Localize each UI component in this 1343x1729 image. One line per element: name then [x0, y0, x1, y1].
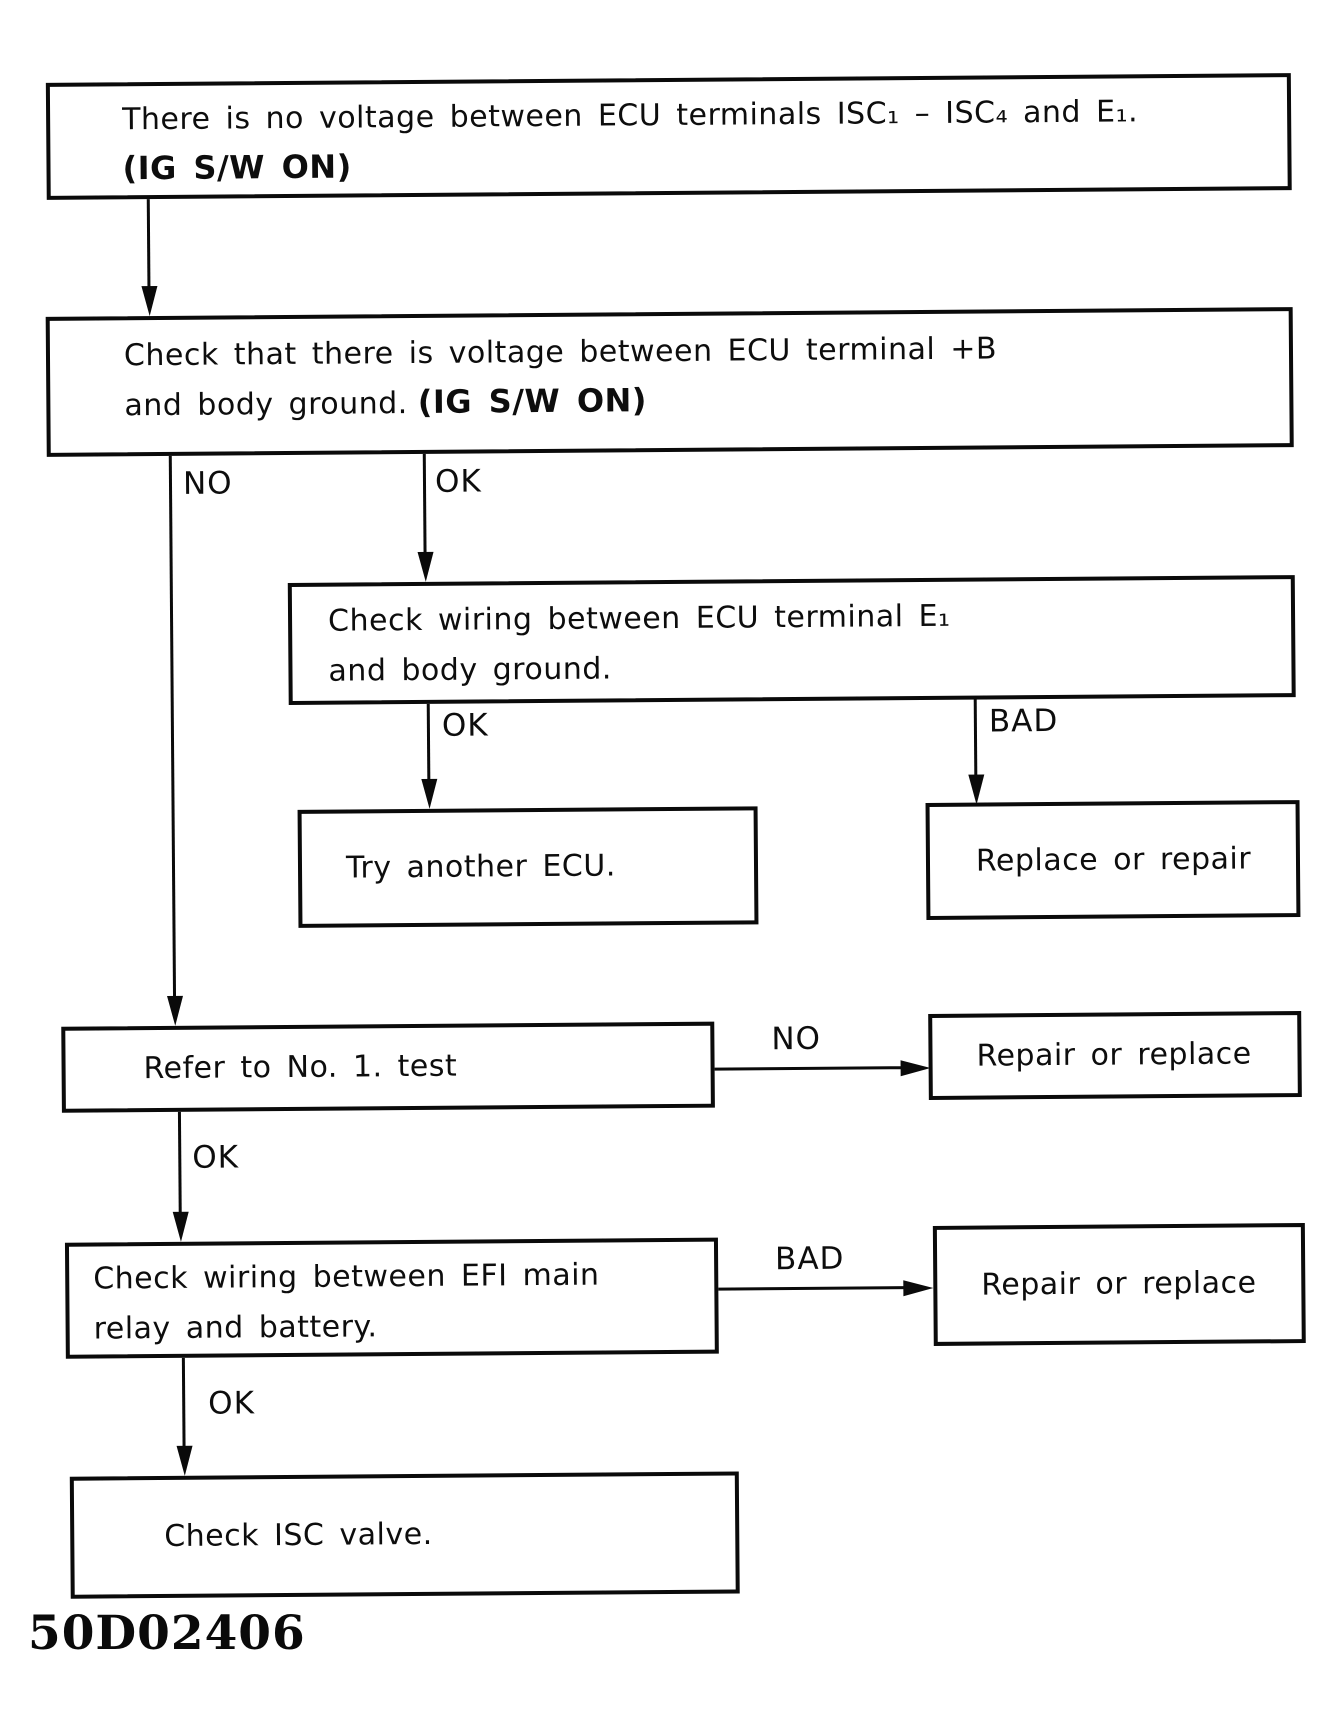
connector-ok-4-arrowhead: [176, 1445, 193, 1476]
branch-label-no-2: NO: [771, 1020, 822, 1058]
box-no-voltage-line2: (IG S/W ON): [122, 147, 352, 188]
box-replace-or-repair: Replace or repair: [925, 800, 1301, 920]
box-check-plus-b-line2: and body ground.: [124, 386, 408, 424]
branch-label-ok-4: OK: [208, 1385, 256, 1422]
branch-label-ok-2: OK: [441, 707, 489, 744]
box-check-e1-line2: and body ground.: [328, 651, 612, 689]
box-repair-or-replace-2: Repair or replace: [932, 1223, 1306, 1346]
connector-bad-2-arrowhead: [903, 1279, 934, 1297]
connector-ok-3-line: [177, 1111, 182, 1214]
connector-bad-2-line: [718, 1286, 906, 1291]
box-check-plus-b-line2-bold: (IG S/W ON): [417, 381, 648, 421]
branch-label-ok-1: OK: [434, 463, 482, 500]
box-try-ecu: Try another ECU.: [297, 806, 759, 928]
box-replace-or-repair-text: Replace or repair: [975, 840, 1252, 879]
box-check-efi-line2: relay and battery.: [93, 1309, 378, 1347]
connector-ok-2-line: [426, 703, 431, 781]
box-check-isc-text: Check ISC valve.: [164, 1516, 433, 1555]
figure-code: 50D02406: [28, 1606, 306, 1661]
connector-bad-1-line: [973, 697, 978, 777]
connector-ok-2-arrowhead: [421, 778, 438, 809]
box-check-efi: Check wiring between EFI main relay and …: [64, 1237, 719, 1359]
box-repair-or-replace-1-text: Repair or replace: [976, 1036, 1252, 1074]
connector-ok-1-arrowhead: [417, 551, 434, 582]
box-check-plus-b: Check that there is voltage between ECU …: [45, 307, 1294, 457]
box-refer-test: Refer to No. 1. test: [61, 1021, 715, 1113]
box-check-efi-line1: Check wiring between EFI main: [93, 1257, 600, 1297]
connector-ok-1-line: [422, 453, 427, 554]
connector-1-arrowhead: [141, 286, 158, 317]
branch-label-bad-1: BAD: [988, 702, 1059, 740]
connector-no-1-arrowhead: [167, 995, 184, 1026]
box-repair-or-replace-2-text: Repair or replace: [981, 1265, 1257, 1303]
connector-1-line: [146, 199, 151, 288]
box-check-isc: Check ISC valve.: [69, 1471, 740, 1599]
box-refer-test-text: Refer to No. 1. test: [143, 1048, 458, 1087]
connector-bad-1-arrowhead: [968, 774, 985, 805]
box-repair-or-replace-1: Repair or replace: [928, 1011, 1302, 1100]
branch-label-no-1: NO: [182, 465, 233, 502]
box-no-voltage-line1: There is no voltage between ECU terminal…: [121, 94, 1139, 138]
connector-no-2-arrowhead: [900, 1059, 931, 1077]
branch-label-ok-3: OK: [192, 1139, 240, 1176]
connector-no-2-line: [714, 1066, 903, 1071]
connector-no-1-line: [168, 455, 177, 998]
box-check-e1-line1: Check wiring between ECU terminal E₁: [327, 598, 951, 639]
branch-label-bad-2: BAD: [774, 1240, 845, 1278]
box-no-voltage: There is no voltage between ECU terminal…: [45, 73, 1292, 200]
box-check-e1: Check wiring between ECU terminal E₁ and…: [287, 575, 1296, 706]
box-try-ecu-text: Try another ECU.: [345, 848, 616, 886]
connector-ok-3-arrowhead: [172, 1211, 189, 1242]
connector-ok-4-line: [181, 1357, 186, 1448]
